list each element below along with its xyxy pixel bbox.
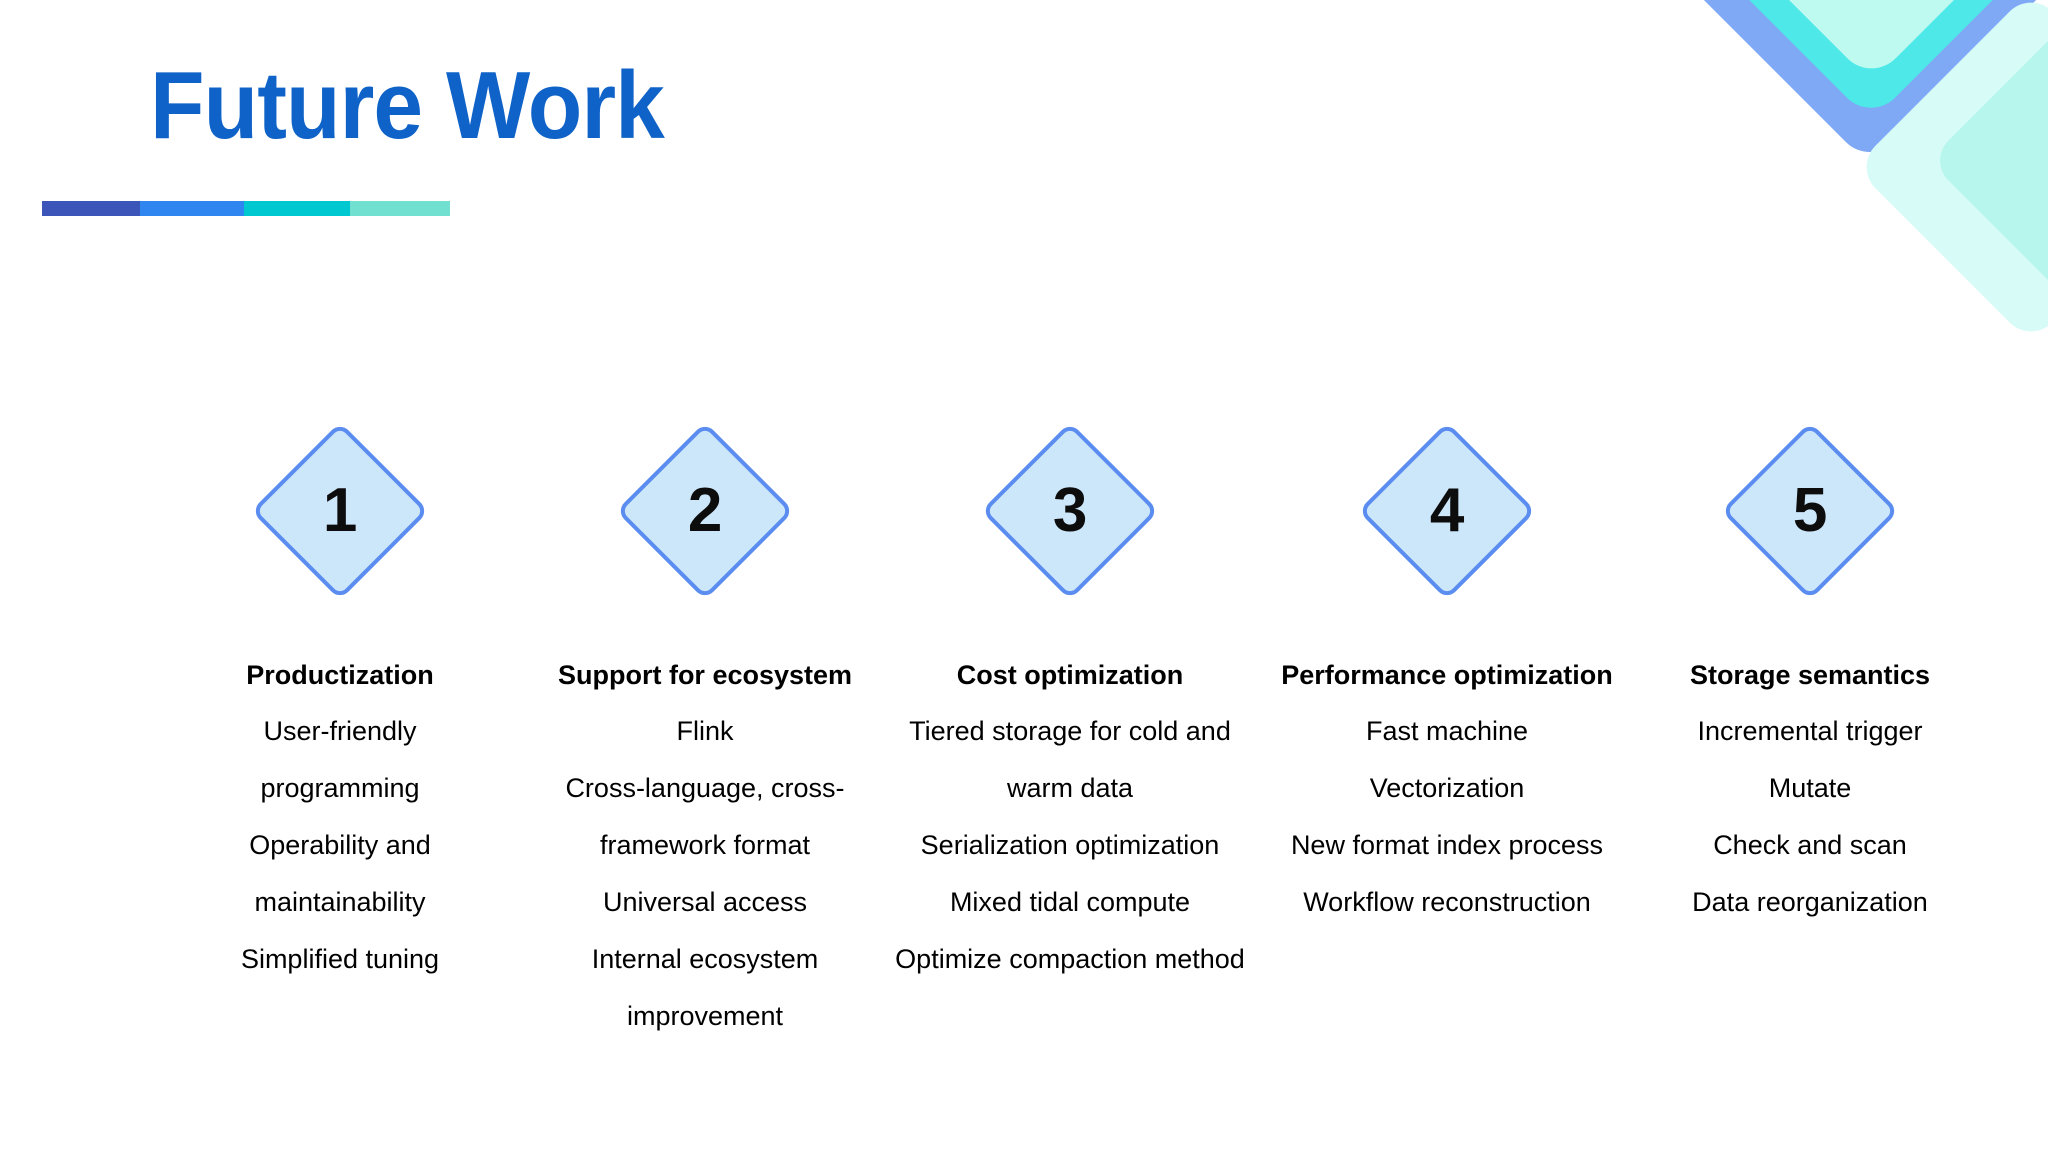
column-heading: Storage semantics — [1689, 660, 1931, 690]
list-item: Flink — [676, 716, 734, 747]
column-support-for-ecosystem: 2 Support for ecosystem Flink Cross-lang… — [515, 421, 895, 1045]
list-item: Internal ecosystem improvement — [591, 944, 819, 1032]
column-heading: Support for ecosystem — [557, 660, 853, 690]
list-item: Mixed tidal compute — [949, 887, 1191, 918]
list-item: Serialization optimization — [920, 830, 1220, 861]
chevron-inner-mint-icon — [1726, 0, 2017, 83]
column-items: User-friendly programming Operability an… — [225, 703, 455, 988]
column-heading: Productization — [246, 660, 434, 690]
chevron-outer-blue-icon — [1657, 0, 2048, 167]
page-title: Future Work — [150, 52, 665, 159]
column-items: Fast machine Vectorization New format in… — [1291, 703, 1603, 931]
number-badge-1: 1 — [250, 421, 430, 601]
column-items: Incremental trigger Mutate Check and sca… — [1692, 703, 1928, 931]
list-item: Check and scan — [1713, 830, 1907, 861]
accent-segment-mint — [350, 201, 450, 216]
list-item: Fast machine — [1365, 716, 1529, 747]
list-item: Data reorganization — [1692, 887, 1928, 918]
number-badge-2: 2 — [615, 421, 795, 601]
list-item: Operability and maintainability — [249, 830, 431, 918]
badge-number-label: 2 — [687, 475, 723, 545]
list-item: Universal access — [602, 887, 808, 918]
column-performance-optimization: 4 Performance optimization Fast machine … — [1247, 421, 1647, 1045]
number-badge-3: 3 — [980, 421, 1160, 601]
decorative-chevrons — [1488, 0, 2048, 420]
column-heading: Cost optimization — [956, 660, 1184, 690]
chevron-secondary-outer-icon — [1854, 0, 2048, 344]
badge-number-label: 3 — [1052, 475, 1088, 545]
badge-number-label: 4 — [1429, 475, 1465, 545]
column-storage-semantics: 5 Storage semantics Incremental trigger … — [1625, 421, 1995, 1045]
accent-segment-teal — [244, 201, 350, 216]
chevron-secondary-inner-icon — [1928, 15, 2048, 306]
number-badge-5: 5 — [1720, 421, 1900, 601]
column-items: Tiered storage for cold and warm data Se… — [890, 703, 1250, 988]
list-item: User-friendly programming — [260, 716, 420, 804]
column-cost-optimization: 3 Cost optimization Tiered storage for c… — [875, 421, 1265, 1045]
columns-container: 1 Productization User-friendly programmi… — [0, 421, 2048, 1045]
accent-segment-blue — [140, 201, 244, 216]
column-productization: 1 Productization User-friendly programmi… — [140, 421, 540, 1045]
list-item: Optimize compaction method — [895, 944, 1245, 975]
accent-segment-indigo — [42, 201, 140, 216]
list-item: Cross-language, cross-framework format — [565, 773, 845, 861]
column-heading: Performance optimization — [1281, 660, 1613, 690]
list-item: Vectorization — [1369, 773, 1525, 804]
list-item: New format index process — [1290, 830, 1604, 861]
chevron-middle-cyan-icon — [1694, 0, 2048, 122]
list-item: Tiered storage for cold and warm data — [909, 716, 1231, 804]
list-item: Simplified tuning — [240, 944, 440, 975]
accent-bar — [42, 201, 450, 216]
list-item: Mutate — [1768, 773, 1852, 804]
badge-number-label: 5 — [1792, 475, 1828, 545]
list-item: Workflow reconstruction — [1303, 887, 1591, 918]
number-badge-4: 4 — [1357, 421, 1537, 601]
list-item: Incremental trigger — [1697, 716, 1923, 747]
badge-number-label: 1 — [322, 475, 358, 545]
column-items: Flink Cross-language, cross-framework fo… — [555, 703, 855, 1045]
